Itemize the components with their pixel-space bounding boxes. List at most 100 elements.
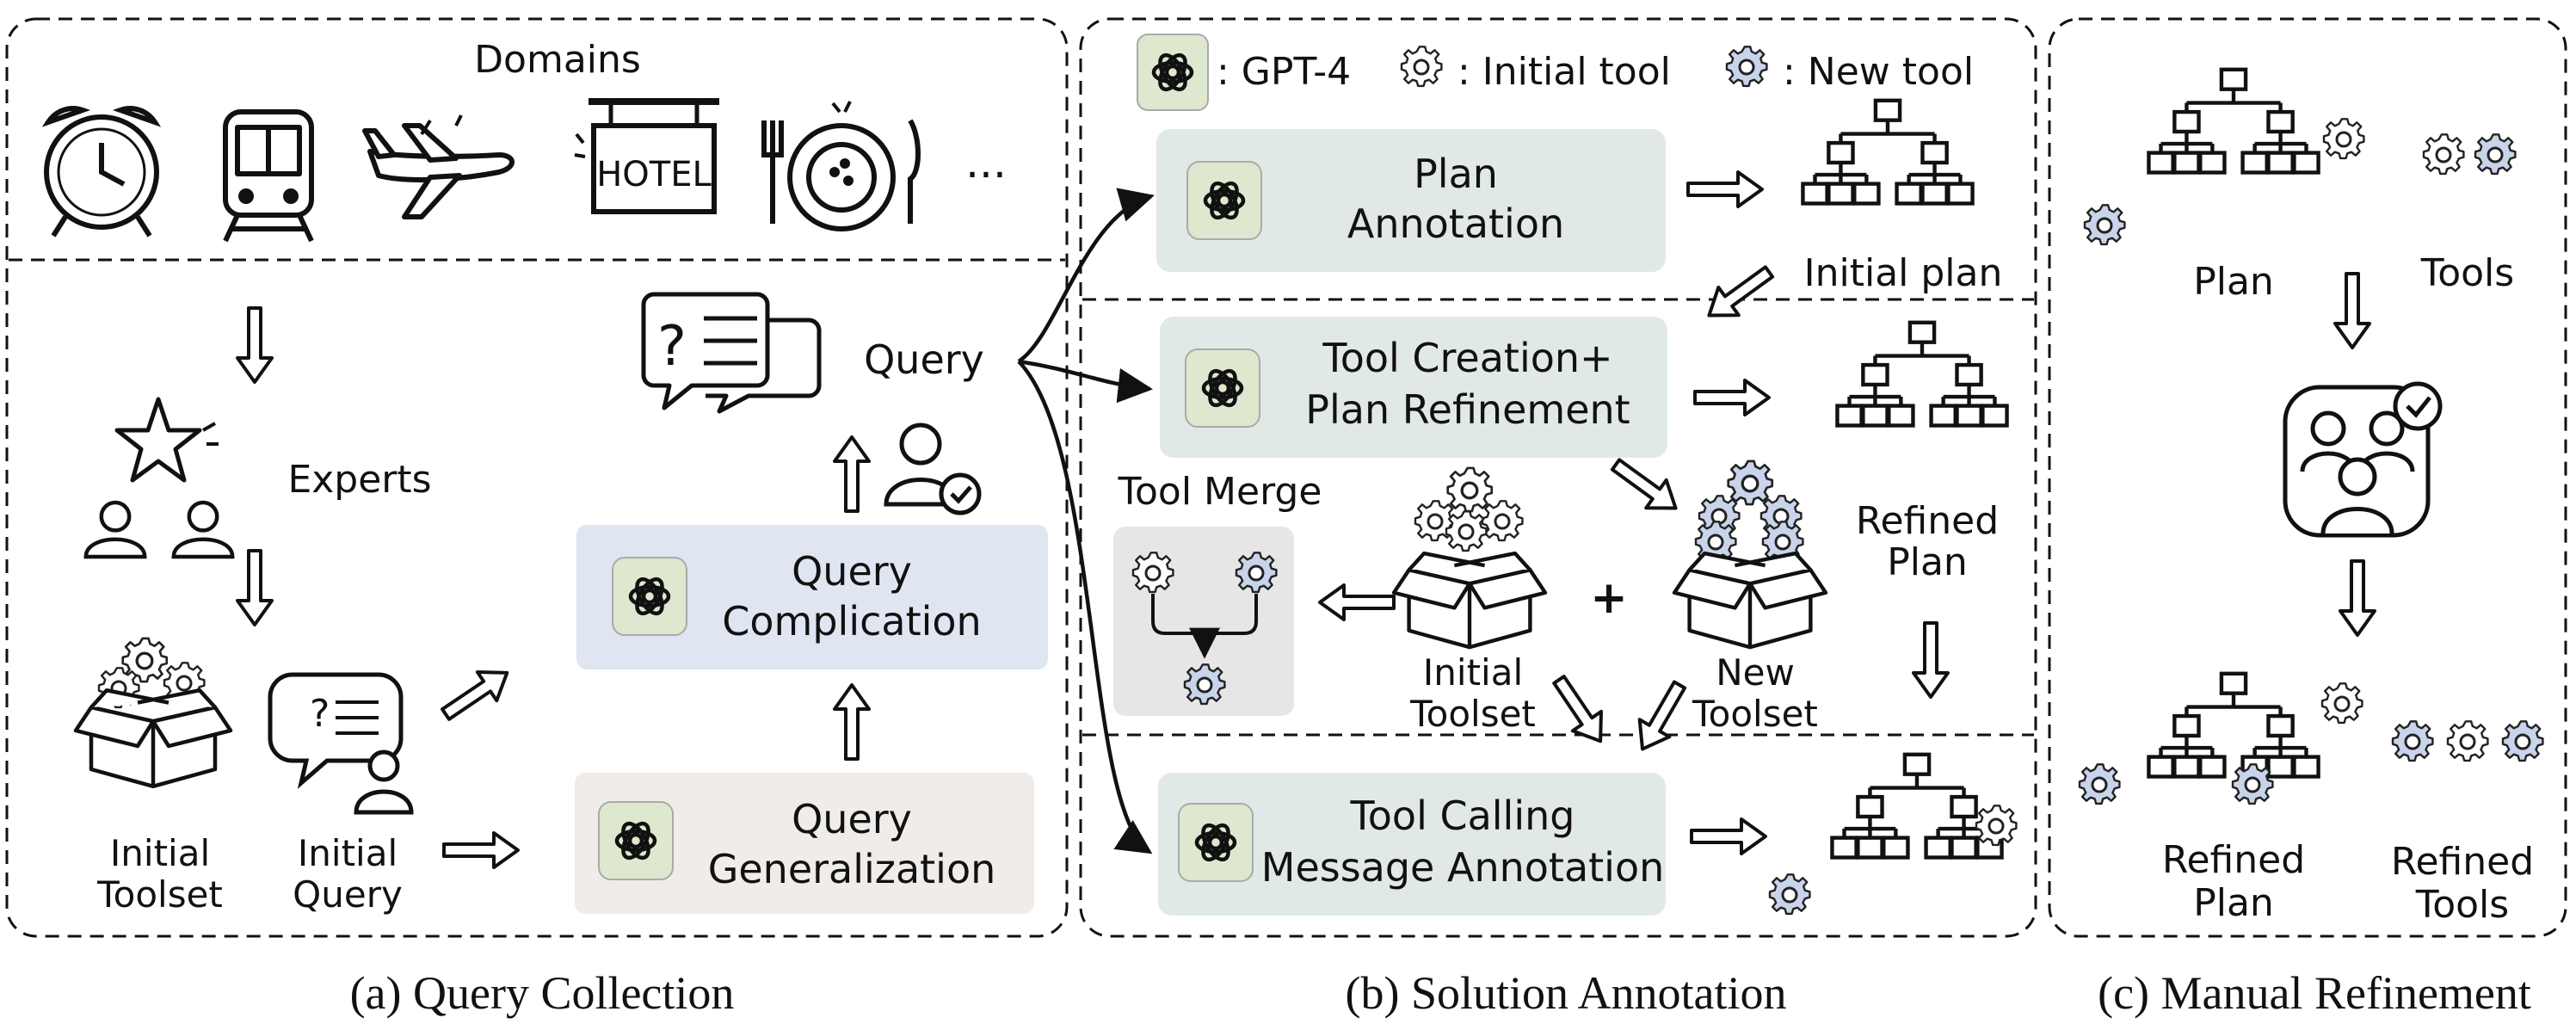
domains-title: Domains xyxy=(474,38,641,82)
initial-plan-label: Initial plan xyxy=(1804,251,2003,295)
airplane-icon xyxy=(362,114,515,219)
query-generalization-box: Query Generalization xyxy=(575,773,1034,914)
initial-toolset-line1: Initial xyxy=(110,832,210,874)
arrow-up-complication xyxy=(833,435,871,513)
user-check-icon xyxy=(884,423,982,515)
arrow-down-1 xyxy=(236,306,274,384)
plus-sign: + xyxy=(1590,572,1628,624)
new-toolset-box-icon xyxy=(1674,461,1826,647)
panel-manual-refinement: Plan Tools Refined Plan xyxy=(2048,17,2567,1019)
arrow-to-generalization xyxy=(442,831,520,869)
arrow-to-refined-plan xyxy=(1693,379,1771,416)
panel-query-collection: Domains xyxy=(5,17,1069,1019)
domains-more: ... xyxy=(965,138,1007,188)
caption-a: (a) Query Collection xyxy=(350,967,735,1019)
refined-plan-line2: Plan xyxy=(1887,540,1968,584)
dining-plate-icon xyxy=(761,101,921,231)
arrow-down-refined xyxy=(1912,621,1950,699)
query-generalization-line1: Query xyxy=(792,796,912,842)
tools-icon xyxy=(2424,134,2515,174)
initial-plan-tree-icon xyxy=(1803,101,1972,204)
gear-icon xyxy=(1770,874,1809,914)
query-arrows xyxy=(1017,188,1155,854)
initial-query-line2: Query xyxy=(293,873,403,916)
arrow-down-c1 xyxy=(2333,272,2371,349)
review-team-icon xyxy=(2283,381,2443,538)
gear-icon xyxy=(2322,683,2362,723)
new-tool-gear-icon xyxy=(1727,46,1766,86)
tools-label: Tools xyxy=(2420,251,2514,295)
initial-query-icon: ? xyxy=(268,672,414,815)
arrow-to-new-toolset xyxy=(1605,451,1685,522)
arrow-up-generalization xyxy=(833,683,871,761)
initial-query-line1: Initial xyxy=(298,832,397,874)
query-generalization-line2: Generalization xyxy=(708,846,996,892)
arrow-from-new-toolset xyxy=(1625,675,1697,760)
initial-toolset-box-icon xyxy=(1394,468,1545,647)
gear-icon xyxy=(2085,205,2124,244)
query-complication-line2: Complication xyxy=(722,598,981,645)
plan-annotation-line2: Annotation xyxy=(1347,200,1564,247)
tool-creation-line1: Tool Creation+ xyxy=(1322,335,1612,381)
query-complication-line1: Query xyxy=(792,548,912,595)
gear-icon xyxy=(2324,119,2363,158)
arrow-to-complication xyxy=(434,657,519,731)
svg-text:?: ? xyxy=(310,692,330,736)
arrow-down-c2 xyxy=(2339,559,2376,637)
refined-tools-line2: Tools xyxy=(2415,883,2509,927)
experts-label: Experts xyxy=(287,458,431,502)
legend-initial-tool: : Initial tool xyxy=(1457,50,1671,94)
final-plan-tree-icon xyxy=(1832,755,2001,858)
tool-merge-box xyxy=(1113,527,1294,716)
refined-plan-tree-icon xyxy=(1837,323,2006,426)
legend: : GPT-4 : Initial tool : New tool xyxy=(1137,34,1974,111)
hotel-sign-icon: HOTEL xyxy=(574,98,719,214)
svg-text:?: ? xyxy=(657,315,687,379)
query-label: Query xyxy=(864,336,984,383)
plan-annotation-box: Plan Annotation xyxy=(1156,129,1666,272)
gear-icon xyxy=(1976,805,2016,845)
svg-text:HOTEL: HOTEL xyxy=(596,155,712,194)
query-chat-icon: ? xyxy=(641,292,822,414)
tool-calling-line1: Tool Calling xyxy=(1350,793,1575,839)
alarm-clock-icon xyxy=(41,106,162,237)
arrow-from-initial-toolset xyxy=(1543,668,1617,753)
train-icon xyxy=(223,109,314,243)
arrow-down-2 xyxy=(236,549,274,626)
new-toolset-line2: Toolset xyxy=(1692,693,1818,735)
arrow-to-initial-plan xyxy=(1686,170,1764,208)
tool-creation-line2: Plan Refinement xyxy=(1305,386,1630,433)
legend-gpt4: : GPT-4 xyxy=(1217,50,1351,94)
refined-plan-tree-icon-c xyxy=(2148,674,2318,777)
caption-b: (b) Solution Annotation xyxy=(1346,967,1787,1019)
plan-annotation-line1: Plan xyxy=(1414,151,1498,197)
arrow-to-tool-merge xyxy=(1318,583,1396,621)
gear-icon xyxy=(2080,764,2119,804)
refined-tools-icon xyxy=(2393,721,2542,761)
legend-new-tool: : New tool xyxy=(1783,50,1974,94)
refined-plan-line1: Refined xyxy=(1856,499,1999,543)
refined-tools-line1: Refined xyxy=(2391,840,2534,884)
panel-solution-annotation: : GPT-4 : Initial tool : New tool Plan A… xyxy=(1079,17,2037,1019)
tool-creation-box: Tool Creation+ Plan Refinement xyxy=(1160,317,1667,458)
initial-tool-gear-icon xyxy=(1402,46,1441,86)
initial-toolset-line1-b: Initial xyxy=(1423,651,1523,694)
refined-plan-c-line2: Plan xyxy=(2193,881,2274,925)
plan-label: Plan xyxy=(2193,260,2274,304)
refined-plan-c-line1: Refined xyxy=(2162,838,2305,882)
initial-toolset-line2-b: Toolset xyxy=(1409,693,1536,735)
arrow-to-final-plan xyxy=(1690,817,1767,855)
caption-c: (c) Manual Refinement xyxy=(2098,967,2531,1019)
tool-calling-line2: Message Annotation xyxy=(1261,844,1665,891)
tool-merge-label: Tool Merge xyxy=(1118,470,1322,514)
new-toolset-line1: New xyxy=(1716,651,1795,694)
initial-toolset-icon xyxy=(76,638,231,787)
arrow-to-tool-creation xyxy=(1699,258,1779,330)
query-complication-box: Query Complication xyxy=(576,525,1048,669)
gear-icon xyxy=(2233,764,2272,804)
experts-icon xyxy=(86,397,232,557)
plan-tree-icon xyxy=(2148,70,2318,173)
tool-calling-box: Tool Calling Message Annotation xyxy=(1158,773,1666,916)
initial-toolset-line2: Toolset xyxy=(96,873,223,916)
